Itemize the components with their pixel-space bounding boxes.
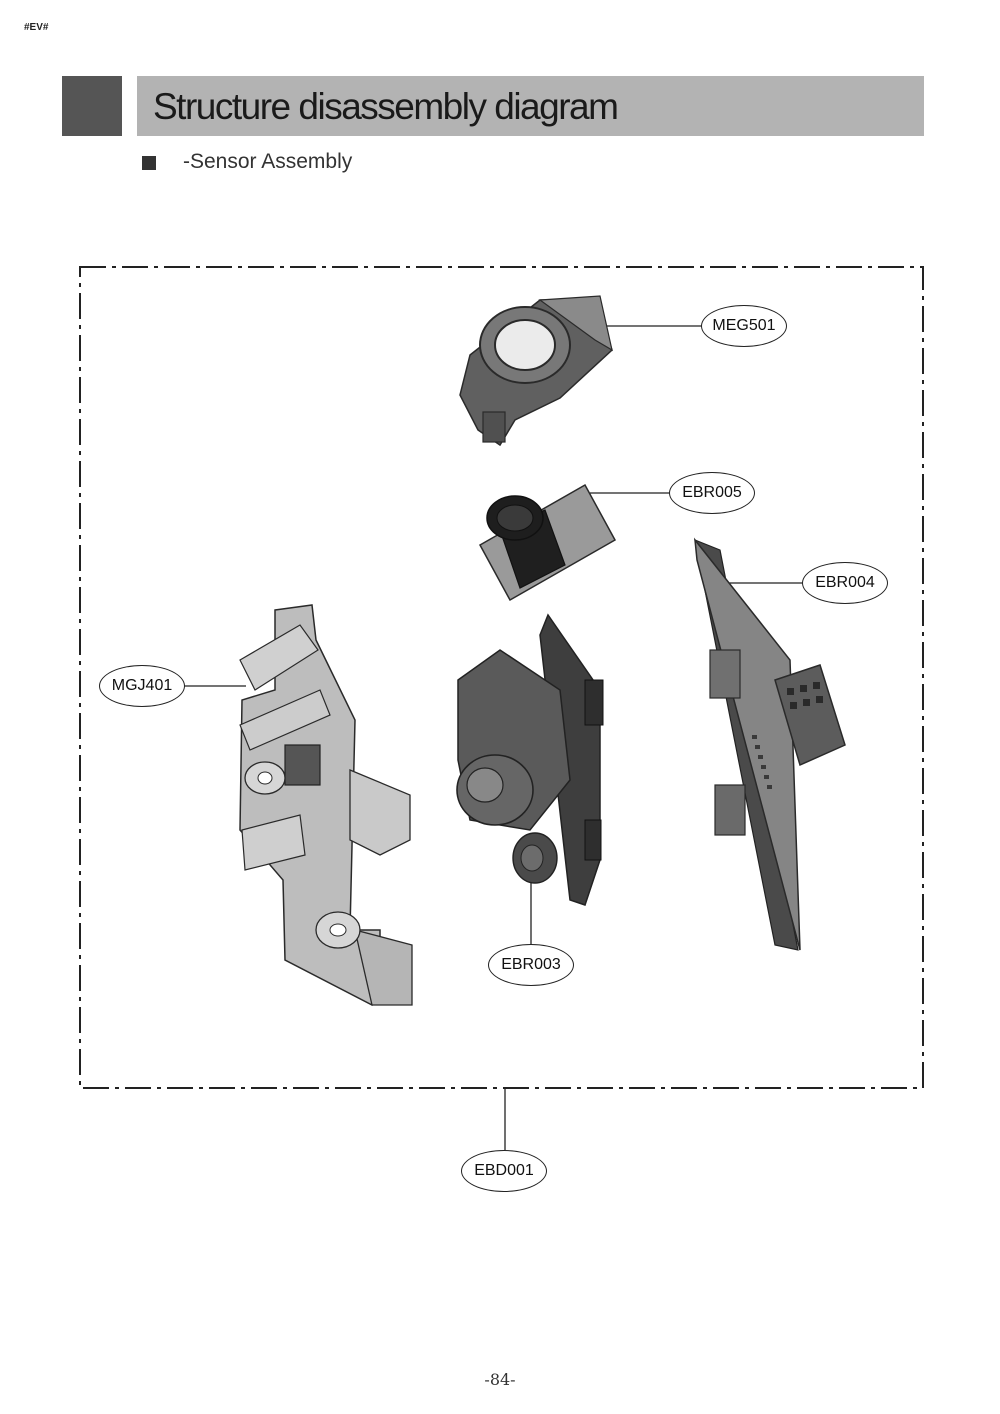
callout-meg501: MEG501 <box>701 305 787 347</box>
bullet-square-icon <box>142 156 156 170</box>
lens-holder-part-meg501 <box>459 295 613 447</box>
page-number: -84- <box>484 1370 516 1389</box>
callout-ebr004: EBR004 <box>802 562 888 604</box>
title-bar: Structure disassembly diagram <box>137 76 924 136</box>
bracket-part-mgj401 <box>239 604 413 1007</box>
sensor-assembly-part-ebr003 <box>456 613 604 906</box>
section-subtitle: -Sensor Assembly <box>183 150 353 173</box>
camera-module-part-ebr005 <box>478 483 617 602</box>
page-title: Structure disassembly diagram <box>153 86 619 127</box>
callout-ebr003: EBR003 <box>488 944 574 986</box>
callout-ebr005: EBR005 <box>669 472 755 514</box>
document-tag: #EV# <box>24 22 49 33</box>
title-accent-block <box>62 76 122 136</box>
circuit-board-part-ebr004 <box>693 537 846 951</box>
callout-mgj401: MGJ401 <box>99 665 185 707</box>
callout-ebd001: EBD001 <box>461 1150 547 1192</box>
assembly-boundary <box>79 266 924 1089</box>
